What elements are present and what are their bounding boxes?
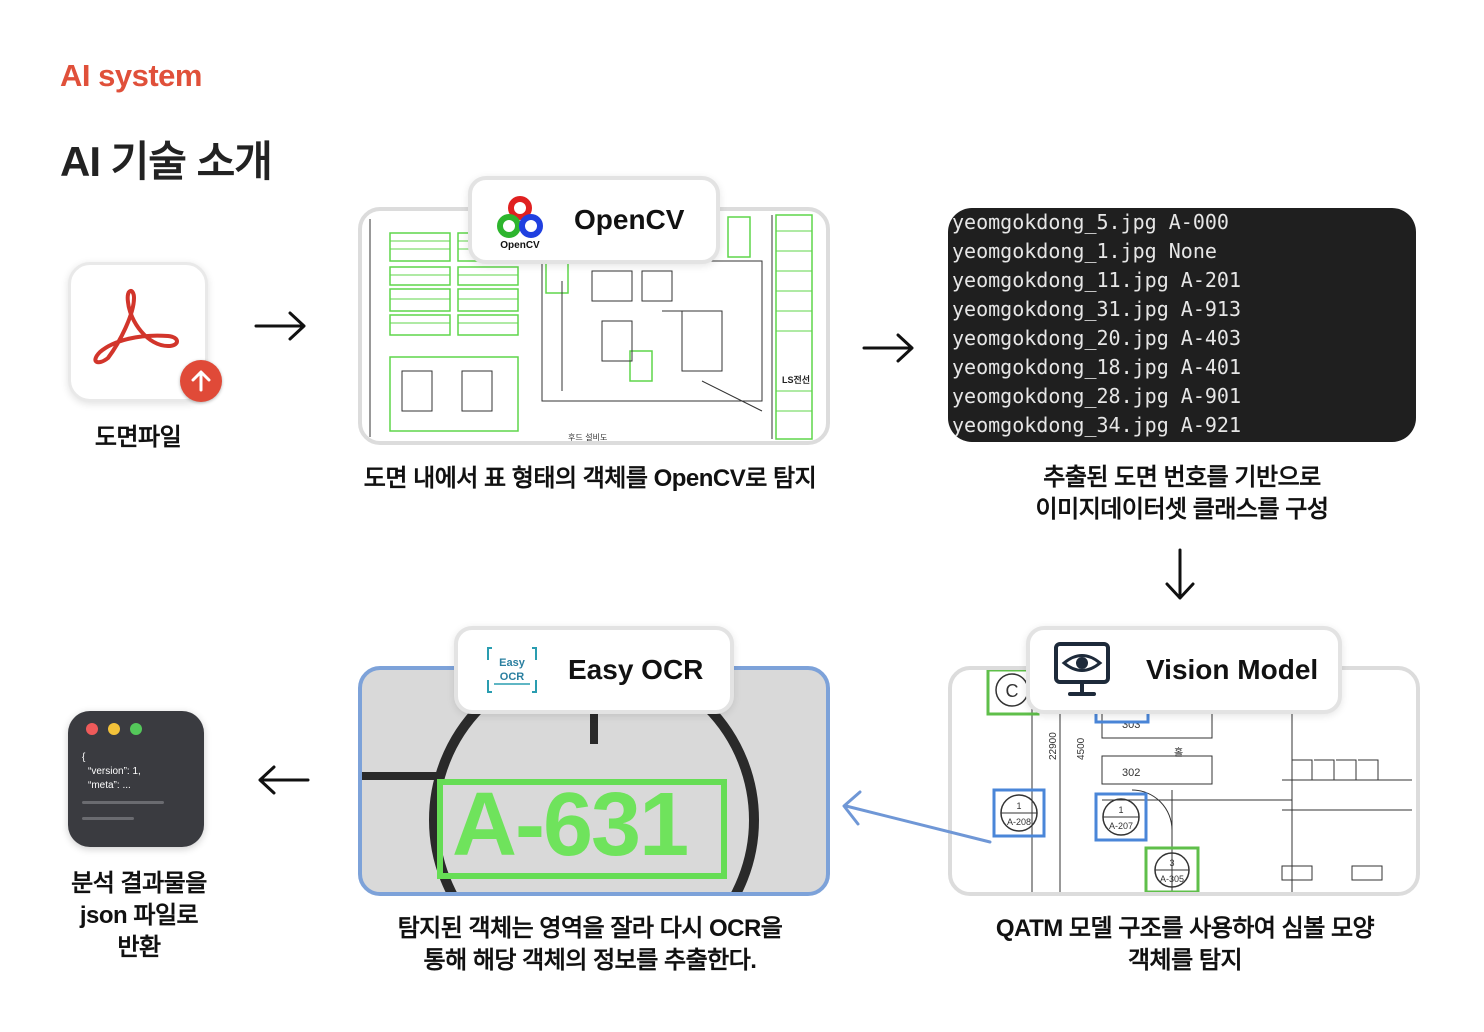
easy-ocr-label: Easy OCR <box>568 654 704 685</box>
ocr-caption: 탐지된 객체는 영역을 잘라 다시 OCR을 통해 해당 객체의 정보를 추출한… <box>397 915 783 974</box>
dataset-line: yeomgokdong_1.jpg None <box>952 239 1217 263</box>
opencv-label: OpenCV <box>574 204 685 235</box>
symbol-code: A-305 <box>1160 874 1184 884</box>
brand-label: AI system <box>60 58 202 93</box>
page-title: AI 기술 소개 <box>60 138 273 185</box>
symbol-num: 1 <box>1016 801 1021 811</box>
code-placeholder-bar <box>82 801 164 804</box>
dataset-terminal: yeomgokdong_5.jpg A-000 yeomgokdong_1.jp… <box>948 208 1416 442</box>
symbol-num: 1 <box>1118 805 1123 815</box>
json-code-line: “version”: 1, <box>88 766 141 777</box>
room-label: 홀 <box>1174 746 1183 759</box>
opencv-label-card: OpenCV OpenCV <box>468 176 720 264</box>
symbol-c: C <box>1006 681 1019 701</box>
monitor-eye-icon <box>1054 642 1110 696</box>
room-label: 302 <box>1122 767 1140 779</box>
json-file-tile: { “version”: 1, “meta”: ... <box>68 711 204 847</box>
vision-caption: QATM 모델 구조를 사용하여 심볼 모양 객체를 탐지 <box>995 915 1375 974</box>
pdf-caption: 도면파일 <box>94 424 182 451</box>
json-code-line: “meta”: ... <box>88 780 131 791</box>
easy-ocr-logo-line2: OCR <box>500 671 525 683</box>
dataset-line: yeomgokdong_31.jpg A-913 <box>952 297 1241 321</box>
vision-model-label-card: Vision Model <box>1026 626 1342 714</box>
dim-label: 4500 <box>1076 737 1087 760</box>
ocr-crop-preview: A-631 <box>358 666 830 896</box>
dataset-line: yeomgokdong_28.jpg A-901 <box>952 384 1241 408</box>
arrow-right-icon <box>862 333 914 363</box>
easy-ocr-logo-icon: Easy OCR <box>487 647 537 693</box>
window-close-dot <box>86 723 98 735</box>
easy-ocr-logo-line1: Easy <box>499 657 526 669</box>
upload-badge <box>180 360 222 402</box>
dataset-line: yeomgokdong_20.jpg A-403 <box>952 326 1241 350</box>
dataset-caption: 추출된 도면 번호를 기반으로 이미지데이터셋 클래스를 구성 <box>1035 464 1329 523</box>
plan-footer-text: 후드 설비도 <box>568 432 607 441</box>
acrobat-pdf-icon <box>93 289 179 365</box>
pdf-file-tile[interactable] <box>68 262 208 402</box>
dataset-line: yeomgokdong_34.jpg A-921 <box>952 413 1241 437</box>
window-maximize-dot <box>130 723 142 735</box>
json-caption: 분석 결과물을 json 파일로 반환 <box>71 870 207 961</box>
code-placeholder-bar <box>82 817 134 820</box>
arrow-down-icon <box>1165 548 1195 600</box>
arrow-right-icon <box>254 311 306 341</box>
dataset-line: yeomgokdong_18.jpg A-401 <box>952 355 1241 379</box>
symbol-code: A-208 <box>1007 817 1031 827</box>
dataset-line: yeomgokdong_11.jpg A-201 <box>952 268 1241 292</box>
plan-stamp-text: LS전선 <box>782 374 810 385</box>
opencv-caption: 도면 내에서 표 형태의 객체를 OpenCV로 탐지 <box>363 465 817 492</box>
symbol-num: 3 <box>1169 858 1174 868</box>
dataset-line: yeomgokdong_5.jpg A-000 <box>952 210 1229 234</box>
arrow-up-icon <box>191 370 211 392</box>
opencv-logo-text: OpenCV <box>500 240 540 250</box>
json-code-line: { <box>82 752 86 763</box>
arrow-left-icon <box>258 765 310 795</box>
ocr-detected-text: A-631 <box>452 775 689 875</box>
ocr-crop-drawing <box>362 670 759 892</box>
easy-ocr-label-card: Easy OCR Easy OCR <box>454 626 734 714</box>
window-minimize-dot <box>108 723 120 735</box>
arrow-left-blue-icon <box>842 790 992 844</box>
symbol-code: A-207 <box>1109 821 1133 831</box>
opencv-logo-icon: OpenCV <box>497 196 543 250</box>
vision-model-label: Vision Model <box>1146 654 1319 685</box>
dim-label: 22900 <box>1048 732 1059 760</box>
